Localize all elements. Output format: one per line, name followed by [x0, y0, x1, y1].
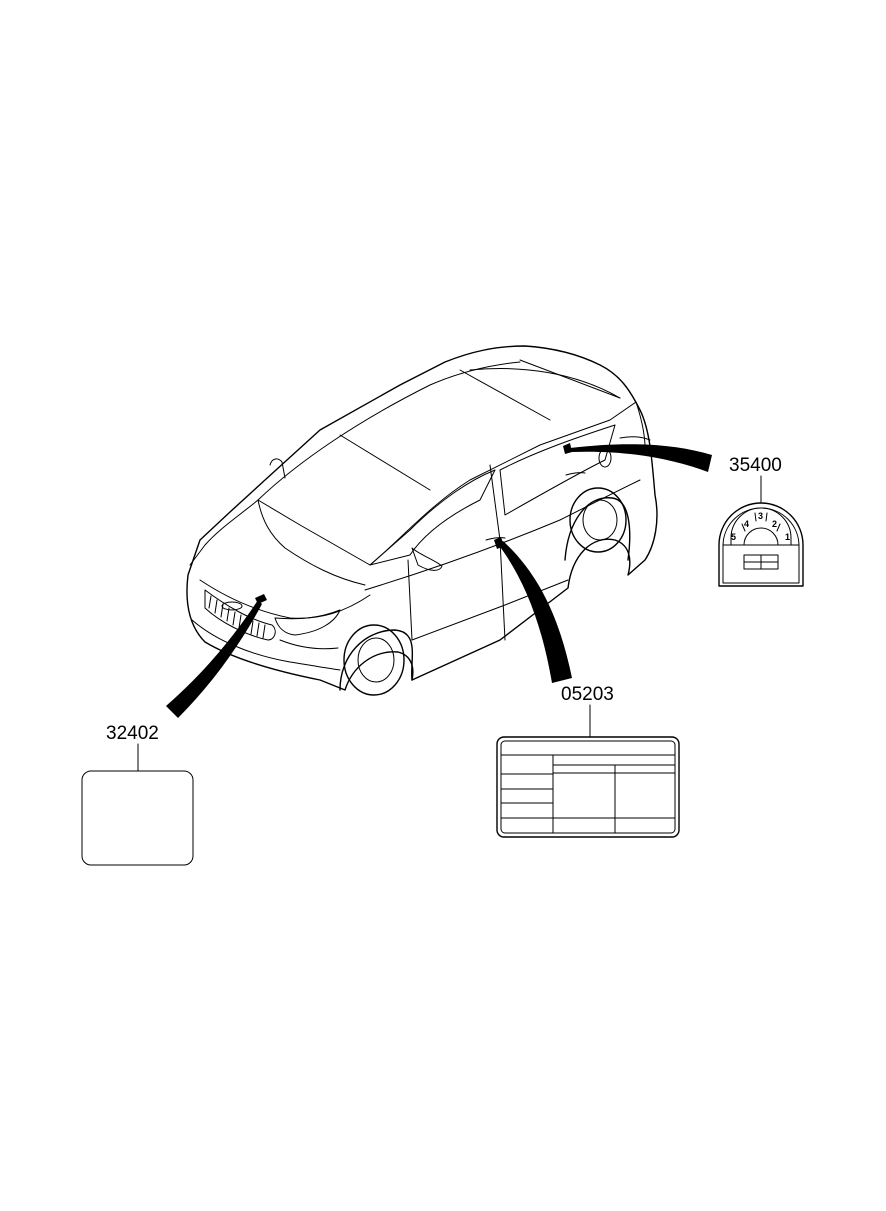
shift-pattern-1: 1: [785, 532, 790, 542]
door-label-leader: [498, 541, 572, 683]
hood-label-leader: [166, 600, 262, 718]
shift-pattern-label: 5 4 3 2 1: [718, 502, 804, 587]
part-number-05203: 05203: [561, 684, 614, 705]
part-number-32402: 32402: [106, 723, 159, 744]
callout-32402: 32402: [81, 723, 194, 866]
fuel-label-leader: [570, 444, 712, 472]
callout-35400: 35400 5 4 3 2 1: [718, 455, 804, 587]
hood-label-outline: [81, 770, 194, 866]
door-label-table: [496, 736, 680, 838]
car-illustration: [186, 345, 658, 696]
part-number-35400: 35400: [729, 455, 782, 476]
fuel-label-marker: [563, 443, 572, 454]
shift-pattern-3: 3: [758, 511, 763, 521]
shift-pattern-4: 4: [744, 519, 749, 529]
callout-05203: 05203: [496, 684, 680, 838]
shift-pattern-5: 5: [731, 532, 736, 542]
shift-pattern-2: 2: [772, 519, 777, 529]
